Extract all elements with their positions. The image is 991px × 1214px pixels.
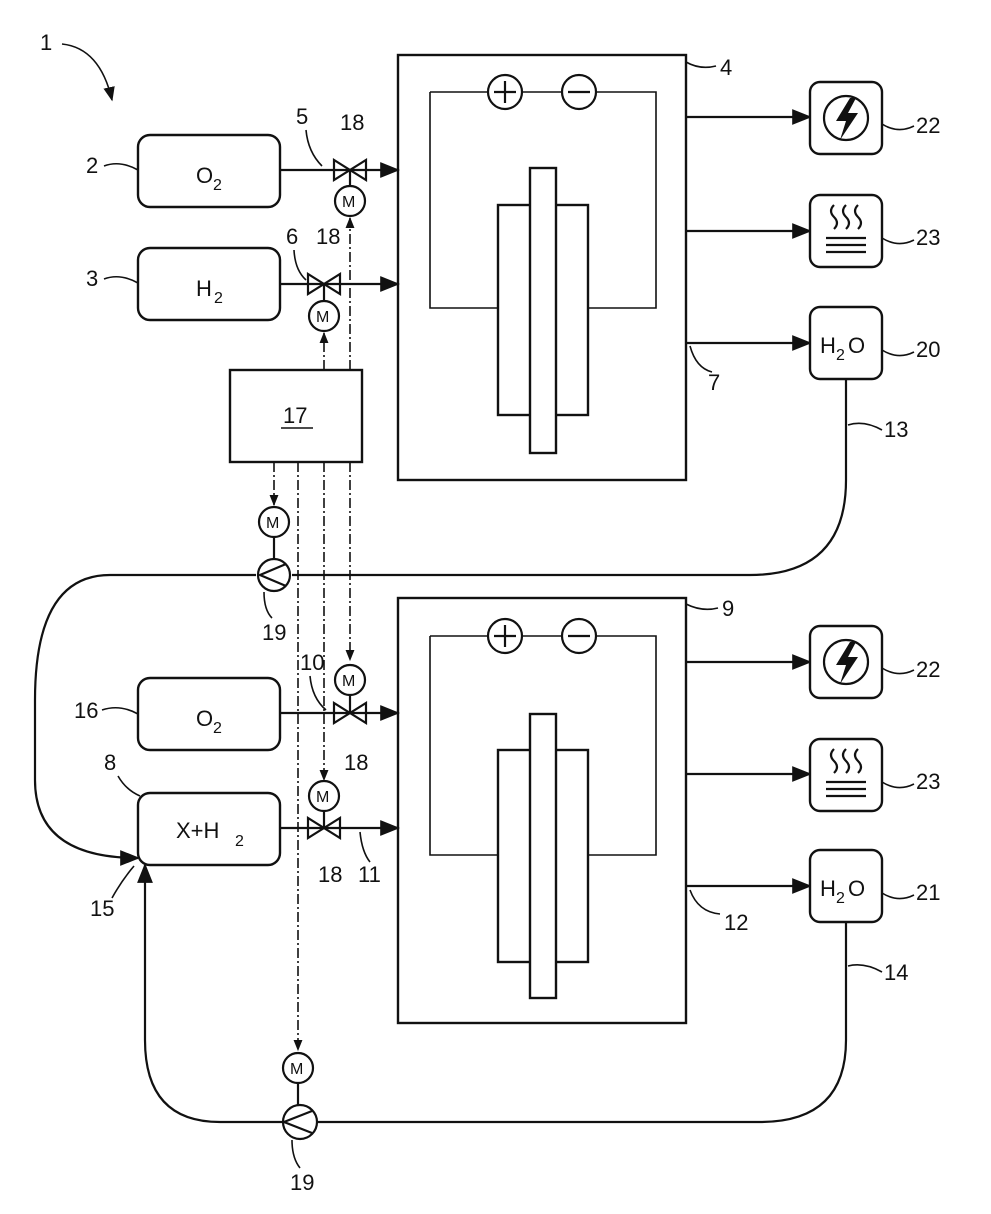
output-heat-top: 23: [686, 195, 940, 267]
svg-text:2: 2: [836, 347, 845, 364]
svg-text:M: M: [316, 789, 329, 806]
svg-text:5: 5: [296, 104, 308, 129]
cell-top-ref: 4: [720, 55, 732, 80]
tank-xh2: X+H 2 8: [104, 750, 280, 865]
valve-top-o2: M 18: [334, 110, 366, 216]
svg-text:8: 8: [104, 750, 116, 775]
output-heat-bottom: 23: [686, 739, 940, 811]
tank-h2-top-formula: H: [196, 276, 212, 301]
svg-text:16: 16: [74, 698, 98, 723]
svg-text:11: 11: [358, 862, 381, 887]
membrane: [530, 168, 556, 453]
svg-text:10: 10: [300, 650, 324, 675]
membrane: [530, 714, 556, 998]
svg-text:6: 6: [286, 224, 298, 249]
fuel-cell-bottom: 9: [398, 596, 734, 1023]
svg-text:15: 15: [90, 896, 114, 921]
tank-h2-top-sub: 2: [214, 290, 223, 307]
svg-text:9: 9: [722, 596, 734, 621]
svg-text:23: 23: [916, 225, 940, 250]
svg-text:23: 23: [916, 769, 940, 794]
svg-text:13: 13: [884, 417, 908, 442]
svg-text:O: O: [848, 876, 865, 901]
svg-text:12: 12: [724, 910, 748, 935]
svg-text:20: 20: [916, 337, 940, 362]
svg-text:14: 14: [884, 960, 908, 985]
output-water-bottom: H 2 O 21 12: [686, 850, 940, 935]
tank-o2-top-ref: 2: [86, 153, 98, 178]
valve-top-h2: M 18: [308, 224, 340, 331]
tank-h2-top-ref: 3: [86, 266, 98, 291]
svg-text:17: 17: [283, 403, 307, 428]
svg-text:M: M: [342, 673, 355, 690]
svg-text:M: M: [316, 309, 329, 326]
svg-text:H: H: [820, 333, 836, 358]
svg-text:M: M: [266, 515, 279, 532]
system-reference: 1: [40, 30, 112, 100]
svg-text:19: 19: [290, 1170, 314, 1195]
svg-text:O: O: [196, 706, 213, 731]
tank-h2-top: H 2 3: [86, 248, 280, 320]
fuel-cell-top: 4: [398, 55, 732, 480]
svg-text:M: M: [342, 194, 355, 211]
pump-icon: [283, 1105, 317, 1139]
pump-bottom: M 19: [283, 1053, 317, 1195]
tank-o2-top-sub: 2: [213, 177, 222, 194]
svg-text:18: 18: [318, 862, 342, 887]
valve-bottom-o2: M 18: [334, 665, 368, 775]
svg-text:O: O: [848, 333, 865, 358]
system-ref-number: 1: [40, 30, 52, 55]
svg-text:22: 22: [916, 113, 940, 138]
svg-text:18: 18: [344, 750, 368, 775]
svg-text:18: 18: [316, 224, 340, 249]
svg-text:M: M: [290, 1061, 303, 1078]
svg-text:21: 21: [916, 880, 940, 905]
valve-bottom-xh2: M 18: [308, 781, 342, 887]
svg-text:22: 22: [916, 657, 940, 682]
output-water-top: H 2 O 20 7: [686, 307, 940, 395]
output-power-bottom: 22: [686, 626, 940, 698]
svg-text:2: 2: [235, 833, 244, 850]
svg-text:2: 2: [213, 720, 222, 737]
svg-text:7: 7: [708, 370, 720, 395]
svg-text:19: 19: [262, 620, 286, 645]
svg-text:2: 2: [836, 890, 845, 907]
tank-o2-top: O 2 2: [86, 135, 280, 207]
controller: 17: [230, 370, 362, 462]
svg-text:18: 18: [340, 110, 364, 135]
pump-top: M 19: [258, 507, 290, 645]
svg-text:H: H: [820, 876, 836, 901]
supply-line-5: 5: [280, 104, 398, 170]
tank-o2-top-formula: O: [196, 163, 213, 188]
svg-text:X+H: X+H: [176, 818, 219, 843]
tank-o2-bottom: O 2 16: [74, 678, 280, 750]
output-power-top: 22: [686, 82, 940, 154]
